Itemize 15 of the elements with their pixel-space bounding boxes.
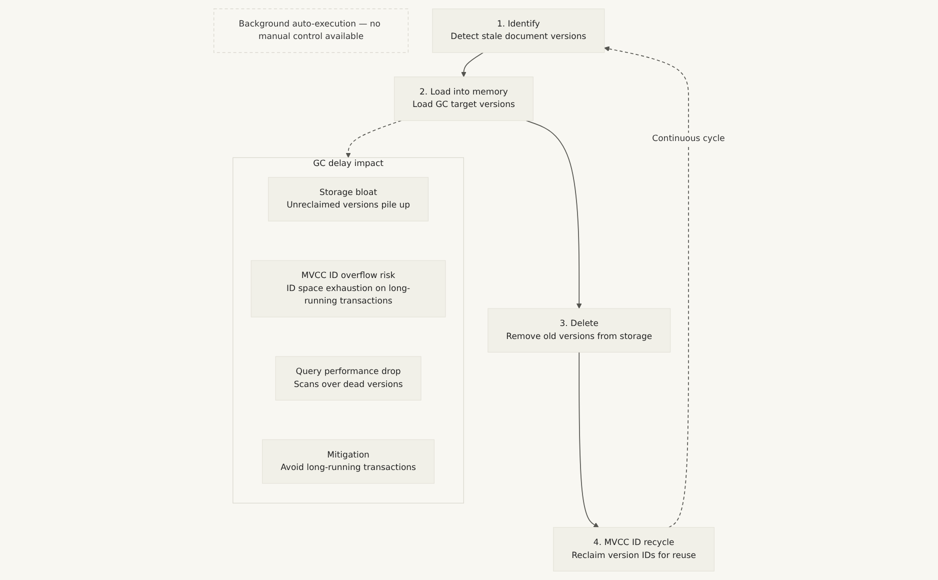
node-box: 3. Delete Remove old versions from storage xyxy=(487,308,670,353)
arrow xyxy=(604,46,689,528)
node-box: MVCC ID overflow risk ID space exhaustion on long-running transactions xyxy=(250,260,446,318)
node-box: 1. Identify Detect stale document versions xyxy=(432,8,604,53)
edge-label: Continuous cycle xyxy=(652,134,724,144)
arrow xyxy=(525,120,582,309)
node-box: Storage bloat Unreclaimed versions pile up xyxy=(268,177,428,222)
node-box: 4. MVCC ID recycle Reclaim version IDs for reuse xyxy=(552,527,714,572)
arrow xyxy=(345,120,402,158)
node-box: Query performance drop Scans over dead versions xyxy=(274,356,421,400)
arrow xyxy=(578,352,599,528)
node-box: Background auto-execution — no manual control available xyxy=(213,8,408,53)
arrow xyxy=(460,52,484,78)
node-box: 2. Load into memory Load GC target versions xyxy=(394,76,534,121)
node-box: Mitigation Avoid long-running transactions xyxy=(262,439,434,484)
